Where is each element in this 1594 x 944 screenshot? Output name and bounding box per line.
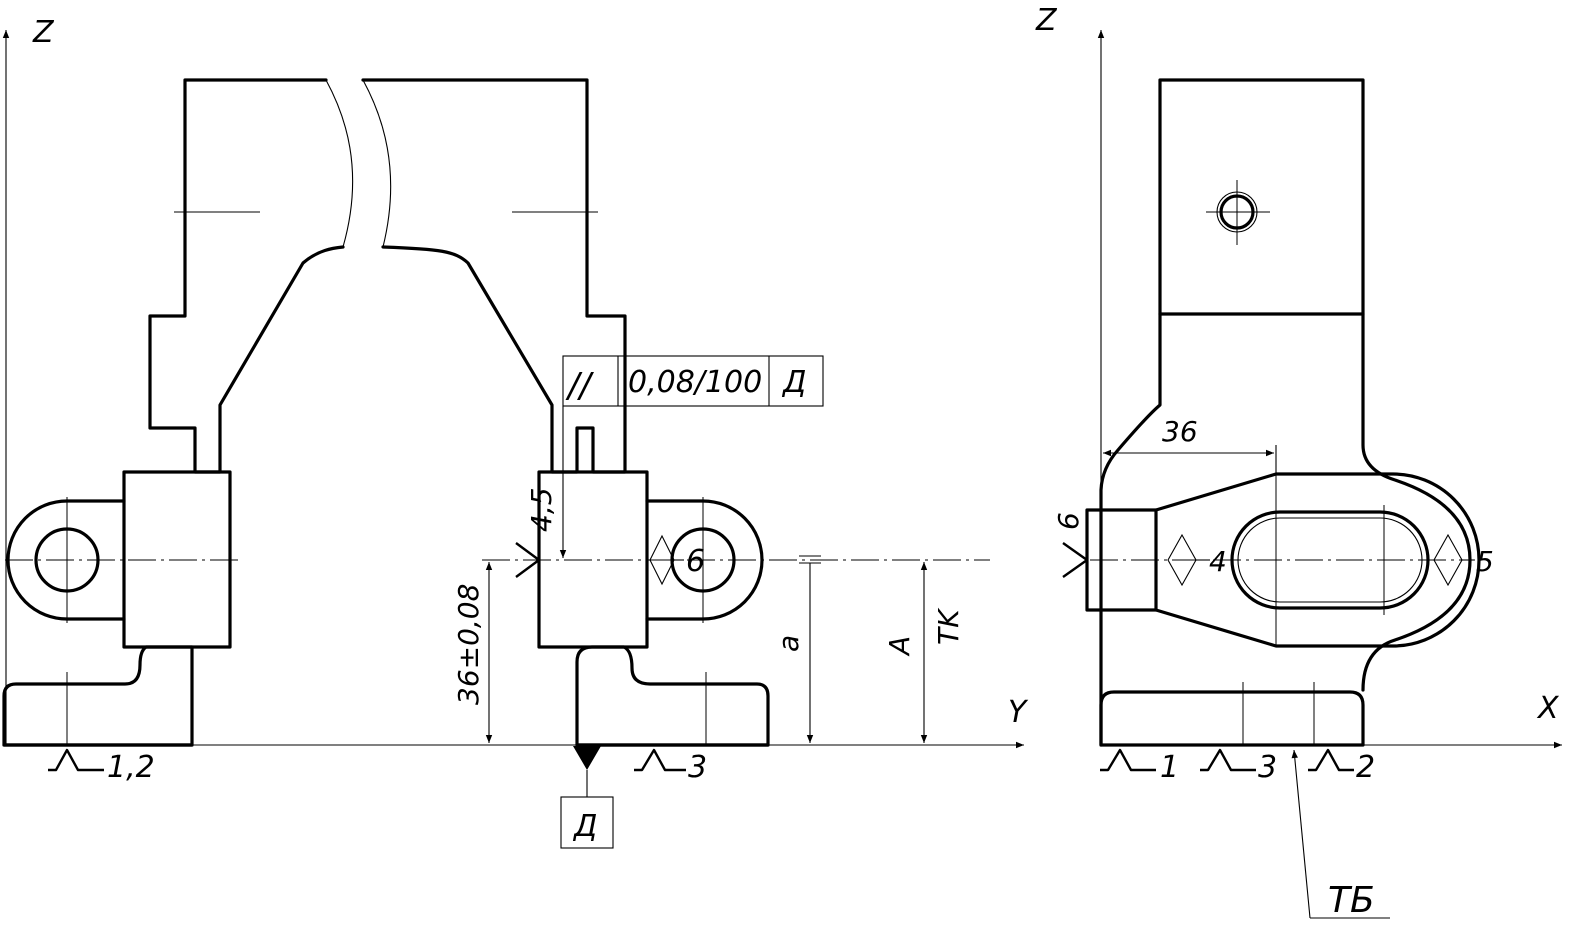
datum-label: Д	[572, 809, 597, 844]
right-foot	[575, 645, 770, 747]
slot	[1230, 510, 1430, 610]
support-symbol-r3	[1200, 748, 1256, 772]
left-z-label: Z	[32, 15, 55, 50]
support-label-r4: 4	[1209, 545, 1227, 578]
support-symbol-3	[634, 748, 686, 772]
dim-TK-label: TK	[932, 607, 965, 645]
left-body-outline	[148, 78, 627, 474]
right-base-foot	[1099, 690, 1365, 747]
base-leader	[1291, 749, 1311, 919]
base-label: ТБ	[1328, 880, 1375, 921]
dim-A-label: A	[883, 636, 916, 657]
left-view: // 0,08/100 Д Д 36±0,08 a A TK 1,2 3	[2, 15, 1029, 849]
dim-36-label: 36±0,08	[452, 584, 485, 705]
right-view: 4 5 6 36 1 3 2 ТБ Z X	[1035, 3, 1562, 921]
datum-box	[560, 796, 614, 849]
dim-r36-label: 36	[1162, 415, 1198, 448]
datum-triangle	[573, 746, 601, 770]
support-label-r6: 6	[1052, 512, 1085, 530]
left-break-line-2	[362, 79, 392, 248]
tolerance-symbol: //	[565, 366, 594, 406]
right-z-label: Z	[1035, 3, 1058, 38]
left-y-label: Y	[1008, 695, 1029, 730]
support-symbol-r2	[1308, 748, 1354, 772]
left-break-line	[325, 79, 354, 248]
dim-a-label: a	[772, 635, 805, 652]
support-label-6: 6	[686, 544, 705, 579]
support-label-r3: 3	[1258, 750, 1277, 785]
right-x-label: X	[1536, 691, 1560, 726]
link-plate	[1154, 472, 1481, 648]
support-symbol-45	[515, 533, 541, 578]
support-diamond-6	[649, 534, 675, 586]
datum-symbol: Д	[560, 746, 614, 849]
support-label-12: 1,2	[107, 750, 155, 785]
support-label-45: 4,5	[525, 487, 558, 532]
support-label-r2: 2	[1356, 750, 1375, 785]
support-symbol-r1	[1100, 748, 1156, 772]
support-symbol-r6	[1062, 533, 1089, 578]
tolerance-datum: Д	[781, 365, 806, 400]
top-block	[1158, 78, 1365, 316]
tolerance-frame-box	[562, 355, 824, 407]
slot-inner	[1237, 517, 1423, 603]
support-diamond-5	[1433, 533, 1463, 587]
support-label-r1: 1	[1160, 750, 1179, 785]
left-foot	[2, 645, 194, 747]
support-symbol-12	[48, 748, 104, 772]
support-label-r5: 5	[1476, 545, 1494, 578]
tolerance-value: 0,08/100	[628, 365, 762, 400]
support-diamond-4	[1167, 533, 1197, 587]
tolerance-frame: // 0,08/100 Д	[559, 355, 824, 558]
support-label-3: 3	[688, 750, 707, 785]
